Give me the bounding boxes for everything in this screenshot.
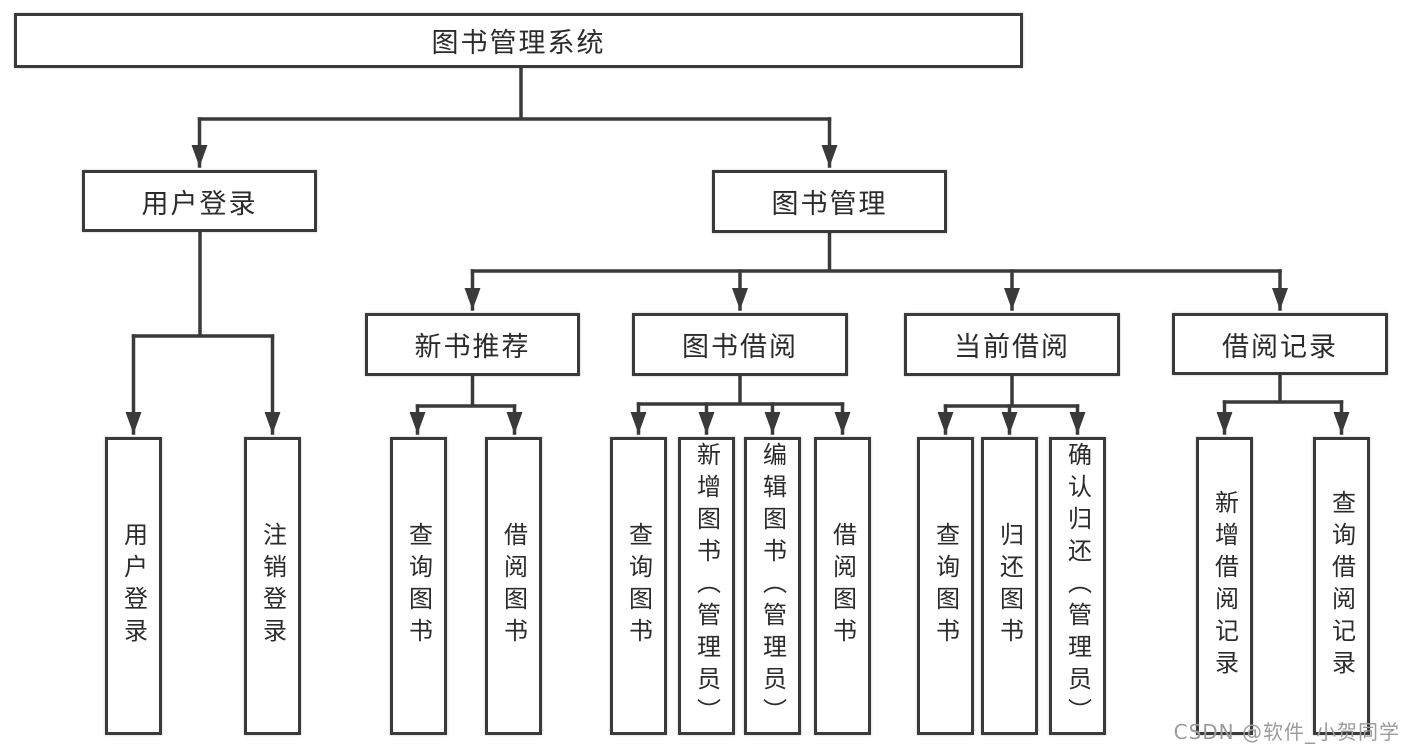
node-label: 编辑图书（管理员） <box>758 442 787 730</box>
leaf-edit-book-admin: 编辑图书（管理员） <box>744 437 801 735</box>
leaf-confirm-return-admin: 确认归还（管理员） <box>1049 437 1106 735</box>
leaf-query-borrow-record: 查询借阅记录 <box>1313 437 1370 735</box>
node-label: 查询借阅记录 <box>1327 490 1356 682</box>
watermark: CSDN @软件_小贺同学 <box>1173 720 1400 744</box>
node-book-management: 图书管理 <box>712 170 947 233</box>
leaf-query-books-borrow: 查询图书 <box>610 437 667 735</box>
node-label: 新增图书（管理员） <box>692 442 721 730</box>
node-label: 图书借阅 <box>682 332 798 363</box>
node-book-borrow: 图书借阅 <box>632 313 848 376</box>
node-label: 用户登录 <box>119 522 148 650</box>
leaf-add-book-admin: 新增图书（管理员） <box>678 437 735 735</box>
node-label: 新书推荐 <box>414 332 531 363</box>
node-borrow-records: 借阅记录 <box>1172 313 1388 375</box>
leaf-query-books-recommend: 查询图书 <box>390 437 447 735</box>
node-label: 确认归还（管理员） <box>1063 442 1092 730</box>
leaf-logout: 注销登录 <box>244 437 301 735</box>
node-label: 用户登录 <box>141 188 258 220</box>
leaf-return-book: 归还图书 <box>981 437 1038 735</box>
leaf-borrow-books-recommend: 借阅图书 <box>485 437 542 735</box>
node-label: 查询图书 <box>624 522 653 650</box>
node-label: 新增借阅记录 <box>1210 490 1239 682</box>
node-label: 归还图书 <box>995 522 1024 650</box>
leaf-borrow-books: 借阅图书 <box>814 437 871 735</box>
leaf-query-books-current: 查询图书 <box>917 437 974 735</box>
node-label: 当前借阅 <box>954 332 1070 363</box>
node-user-login-branch: 用户登录 <box>82 170 317 232</box>
node-current-borrow: 当前借阅 <box>904 313 1120 376</box>
leaf-user-login: 用户登录 <box>105 437 162 735</box>
node-label: 图书管理 <box>771 189 888 220</box>
node-label: 查询图书 <box>931 522 960 650</box>
node-label: 查询图书 <box>404 522 433 650</box>
node-label: 图书管理系统 <box>431 28 606 59</box>
leaf-add-borrow-record: 新增借阅记录 <box>1196 437 1253 735</box>
node-label: 注销登录 <box>258 522 287 650</box>
node-label: 借阅记录 <box>1222 331 1338 363</box>
node-label: 借阅图书 <box>828 522 857 650</box>
node-label: 借阅图书 <box>499 522 528 650</box>
node-new-book-recommend: 新书推荐 <box>365 313 580 376</box>
node-root: 图书管理系统 <box>14 13 1023 68</box>
